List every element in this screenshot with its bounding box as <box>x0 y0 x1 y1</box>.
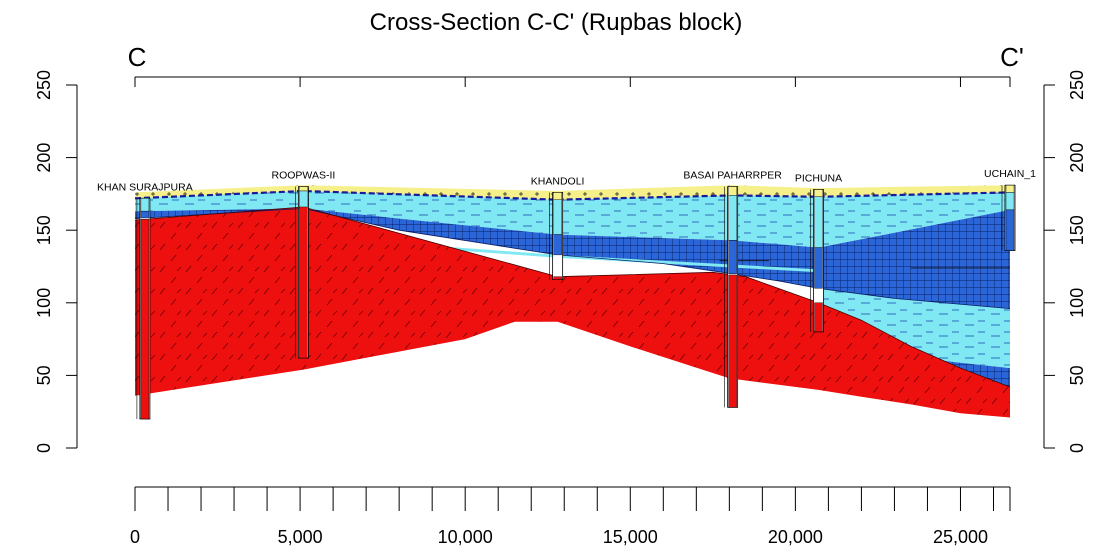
distance-tick-label: 25,000 <box>933 527 988 547</box>
well-log-segment <box>553 276 562 280</box>
water-table-line <box>134 189 1011 201</box>
well-1: ROOPWAS-II <box>272 170 336 359</box>
well-log-segment <box>1005 209 1015 251</box>
top-axis <box>134 76 1011 87</box>
topsoil-layer <box>135 185 1010 200</box>
well-log-segment <box>728 240 737 274</box>
distance-tick-label: 20,000 <box>768 527 823 547</box>
right-elevation-axis: 0 50 100 150 200 250 <box>1043 70 1087 453</box>
well-2: KHANDOLI <box>531 175 585 280</box>
well-log-segment <box>299 186 308 192</box>
well-log-segment <box>553 192 562 200</box>
well-log-segment <box>299 190 308 209</box>
well-4: PICHUNA <box>795 173 842 333</box>
section-end-label: C' <box>1000 42 1024 72</box>
left-elevation-axis: 0 50 100 150 200 250 <box>34 70 78 453</box>
elevation-tick-label: 250 <box>34 70 54 100</box>
well-5: UCHAIN_1 <box>984 168 1036 251</box>
distance-tick-label: 0 <box>130 527 140 547</box>
bedrock-layer <box>135 207 1010 418</box>
elevation-tick-label: 250 <box>1067 70 1087 100</box>
well-log-segment <box>553 234 562 256</box>
distance-tick-label: 10,000 <box>438 527 493 547</box>
section-start-label: C <box>128 42 147 72</box>
upper-sand-layer <box>135 191 1010 248</box>
distance-axis: 0 5,000 10,000 15,000 20,000 25,000 <box>130 486 1011 547</box>
well-3: BASAI PAHARRPER <box>683 170 782 408</box>
well-label: BASAI PAHARRPER <box>683 170 782 182</box>
well-label: KHAN SURAJPURA <box>97 181 193 193</box>
chart-title: Cross-Section C-C' (Rupbas block) <box>370 9 743 36</box>
sand-lens <box>399 243 819 273</box>
elevation-tick-label: 100 <box>1067 288 1087 318</box>
well-label: KHANDOLI <box>531 175 585 187</box>
elevation-tick-label: 0 <box>1067 443 1087 453</box>
bedrock-top-line <box>134 206 1011 388</box>
well-log-segment <box>140 210 150 219</box>
elevation-tick-label: 200 <box>34 143 54 173</box>
well-label: PICHUNA <box>795 173 842 185</box>
lower-sand-layer <box>818 288 1010 369</box>
clay-base-line <box>134 207 1011 309</box>
well-label: UCHAIN_1 <box>984 168 1036 180</box>
distance-tick-label: 5,000 <box>278 527 323 547</box>
well-log-segment <box>140 219 150 420</box>
elevation-tick-label: 50 <box>1067 365 1087 385</box>
well-log-segment <box>814 196 823 248</box>
well-log-segment <box>1005 192 1015 211</box>
elevation-tick-label: 0 <box>34 443 54 453</box>
well-log-segment <box>814 302 823 333</box>
geology-layers <box>134 185 1011 418</box>
elevation-tick-label: 150 <box>34 215 54 245</box>
well-0: KHAN SURAJPURA <box>97 181 193 420</box>
well-log-segment <box>728 186 737 196</box>
well-log-segment <box>140 198 150 212</box>
elevation-tick-label: 200 <box>1067 143 1087 173</box>
well-label: ROOPWAS-II <box>272 170 336 182</box>
well-log-segment <box>728 195 737 241</box>
well-log-segment <box>1005 184 1015 193</box>
well-log-segment <box>814 247 823 289</box>
elevation-tick-label: 50 <box>34 365 54 385</box>
elevation-tick-label: 150 <box>1067 215 1087 245</box>
well-log-segment <box>299 206 308 359</box>
well-log-segment <box>814 189 823 198</box>
clay-layer <box>135 208 1010 309</box>
elevation-tick-label: 100 <box>34 288 54 318</box>
distance-tick-label: 15,000 <box>603 527 658 547</box>
well-log-segment <box>553 199 562 235</box>
well-log-segment <box>728 274 737 408</box>
borehole-logs: KHAN SURAJPURA ROOPWAS-II KHANDOLI BASAI PA… <box>97 168 1036 420</box>
